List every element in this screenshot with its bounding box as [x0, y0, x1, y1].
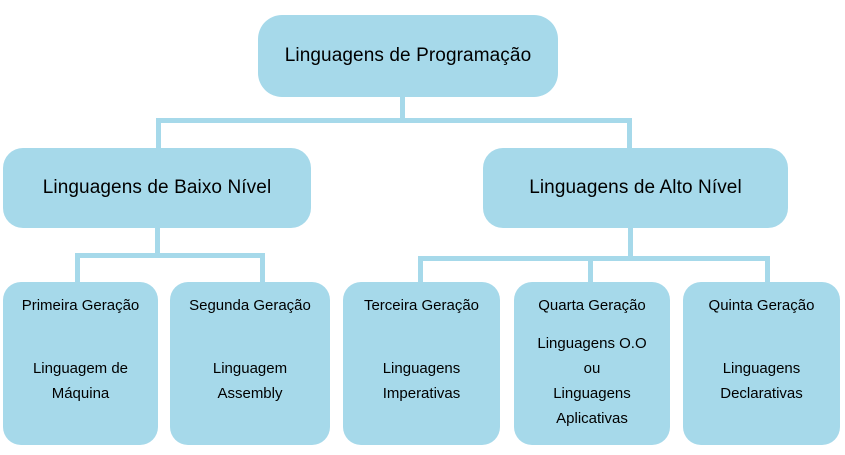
node-first-generation-body: Linguagem de Máquina — [32, 359, 129, 402]
node-high-level-languages: Linguagens de Alto Nível — [483, 148, 788, 228]
connector-drop-gen4 — [588, 256, 593, 284]
connector-level1-drop-left — [156, 118, 161, 150]
connector-drop-gen5 — [765, 256, 770, 284]
connector-highlevel-stem — [628, 226, 633, 259]
connector-drop-gen3 — [418, 256, 423, 284]
node-fourth-generation: Quarta Geração Linguagens O.O ou Linguag… — [514, 282, 670, 445]
node-second-generation-title: Segunda Geração — [189, 297, 311, 314]
node-low-level-label: Linguagens de Baixo Nível — [42, 177, 272, 198]
connector-lowlevel-hbar — [75, 253, 265, 258]
connector-highlevel-hbar — [418, 256, 770, 261]
node-first-generation-body-wrap: Linguagem de Máquina — [3, 316, 158, 445]
node-first-generation-title: Primeira Geração — [21, 297, 140, 314]
node-fifth-generation-body-wrap: Linguagens Declarativas — [683, 316, 840, 445]
connector-drop-gen1 — [75, 253, 80, 284]
node-high-level-label: Linguagens de Alto Nível — [529, 177, 742, 198]
node-fifth-generation: Quinta Geração Linguagens Declarativas — [683, 282, 840, 445]
node-fourth-generation-body: Linguagens O.O ou Linguagens Aplicativas — [537, 334, 647, 427]
node-fourth-generation-title: Quarta Geração — [538, 297, 646, 314]
node-third-generation-body: Linguagens Imperativas — [382, 359, 461, 402]
connector-root-stem — [400, 95, 405, 123]
connector-lowlevel-stem — [155, 226, 160, 256]
node-fifth-generation-body: Linguagens Declarativas — [720, 359, 803, 402]
connector-level1-hbar — [156, 118, 632, 123]
connector-level1-drop-right — [627, 118, 632, 150]
node-third-generation-body-wrap: Linguagens Imperativas — [343, 316, 500, 445]
connector-drop-gen2 — [260, 253, 265, 284]
node-first-generation: Primeira Geração Linguagem de Máquina — [3, 282, 158, 445]
node-third-generation-title: Terceira Geração — [363, 297, 480, 314]
node-low-level-languages: Linguagens de Baixo Nível — [3, 148, 311, 228]
node-second-generation: Segunda Geração Linguagem Assembly — [170, 282, 330, 445]
node-fourth-generation-body-wrap: Linguagens O.O ou Linguagens Aplicativas — [514, 316, 670, 445]
node-second-generation-body: Linguagem Assembly — [212, 359, 288, 402]
node-programming-languages: Linguagens de Programação — [258, 15, 558, 97]
node-fifth-generation-title: Quinta Geração — [708, 297, 815, 314]
node-second-generation-body-wrap: Linguagem Assembly — [170, 316, 330, 445]
node-third-generation: Terceira Geração Linguagens Imperativas — [343, 282, 500, 445]
node-programming-languages-label: Linguagens de Programação — [284, 45, 532, 66]
